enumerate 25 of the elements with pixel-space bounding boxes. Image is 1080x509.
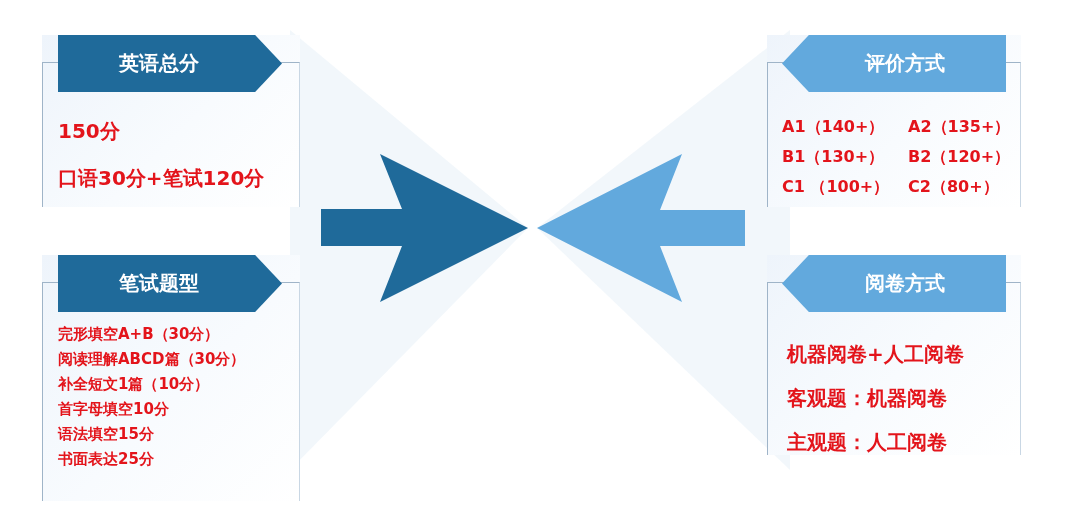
title-banner: 评价方式 — [782, 35, 1006, 92]
title-banner: 阅卷方式 — [782, 255, 1006, 312]
title-banner: 英语总分 — [58, 35, 282, 92]
card-text: A2（135+） — [908, 117, 1012, 138]
card-text: 补全短文1篇（10分） — [58, 375, 211, 394]
card-text: B1（130+） — [782, 147, 886, 168]
card-text: 书面表达25分 — [58, 450, 155, 469]
card-text: B2（120+） — [908, 147, 1012, 168]
info-card — [42, 255, 300, 501]
card-text: C1 （100+） — [782, 177, 891, 198]
info-card — [767, 255, 1021, 455]
card-text: 口语30分+笔试120分 — [58, 165, 265, 192]
card-text: 客观题：机器阅卷 — [787, 385, 948, 412]
info-card — [42, 35, 300, 207]
info-card — [767, 35, 1021, 207]
card-text: 首字母填空10分 — [58, 400, 170, 419]
card-text: C2（80+） — [908, 177, 1000, 198]
card-text: 主观题：人工阅卷 — [787, 429, 948, 456]
card-text: 机器阅卷+人工阅卷 — [787, 341, 964, 368]
card-text: 阅读理解ABCD篇（30分） — [58, 350, 246, 369]
card-text: A1（140+） — [782, 117, 886, 138]
card-text: 150分 — [58, 118, 121, 145]
card-text: 语法填空15分 — [58, 425, 155, 444]
title-banner: 笔试题型 — [58, 255, 282, 312]
card-text: 完形填空A+B（30分） — [58, 325, 221, 344]
